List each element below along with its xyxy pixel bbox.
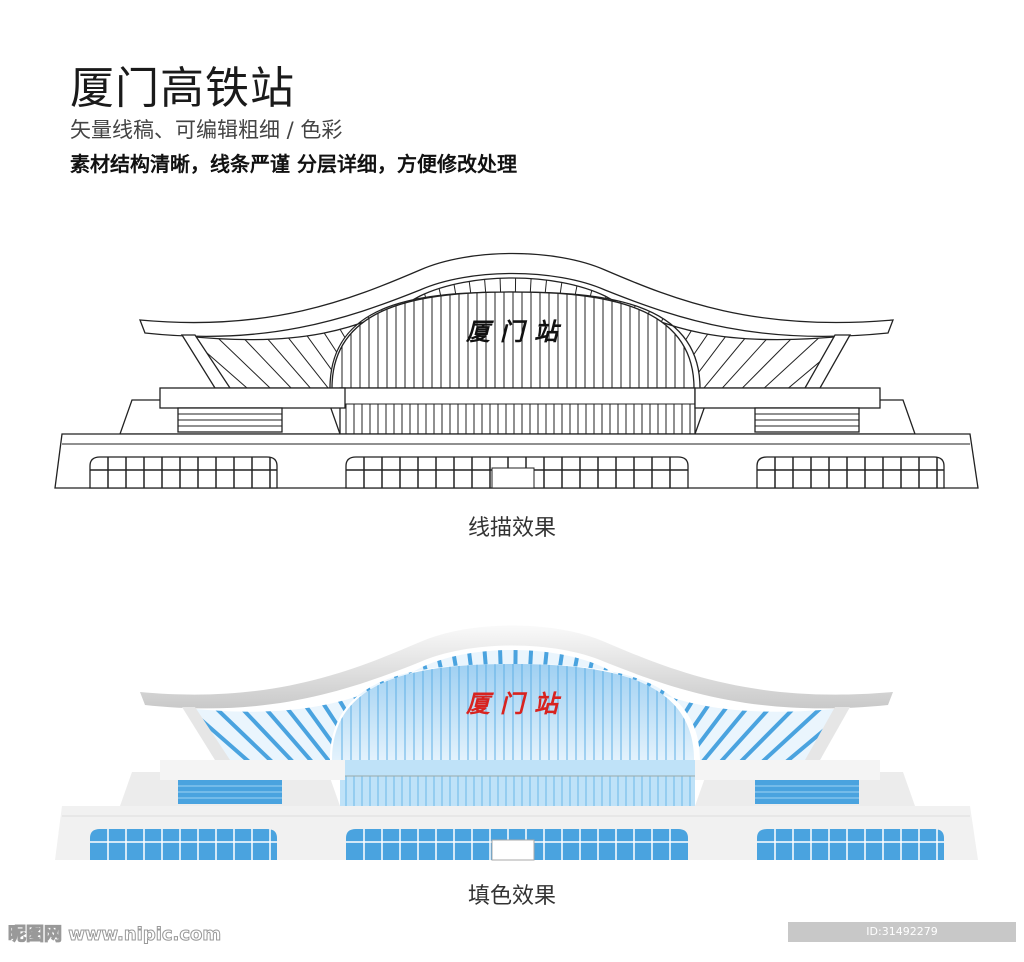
support-right [805,707,850,760]
wing-block-right [695,760,880,780]
page-title: 厦门高铁站 [70,63,295,114]
window-group [756,456,945,489]
line-caption: 线描效果 [467,516,556,541]
wing-block-left [160,760,345,780]
watermark-logo: 昵图网 www.nipic.com [7,924,222,946]
roof [139,252,894,338]
fill-caption: 填色效果 [467,884,556,909]
support-left [182,707,230,760]
subtitle: 矢量线稿、可编辑粗细 / 色彩 [70,118,343,142]
entrance-door [491,467,535,489]
window-group [89,456,278,489]
entrance-door [491,839,535,861]
window-group [757,829,944,860]
description: 素材结构清晰，线条严谨 分层详细，方便修改处理 [70,152,517,176]
roof [140,625,893,709]
window-group [90,829,277,860]
station-sign: 厦门站 [465,317,568,346]
station-sign: 厦门站 [465,689,568,718]
central-block [340,760,695,806]
image-id-label: ID:31492279 NO:20210206114406923000 [788,922,1016,958]
